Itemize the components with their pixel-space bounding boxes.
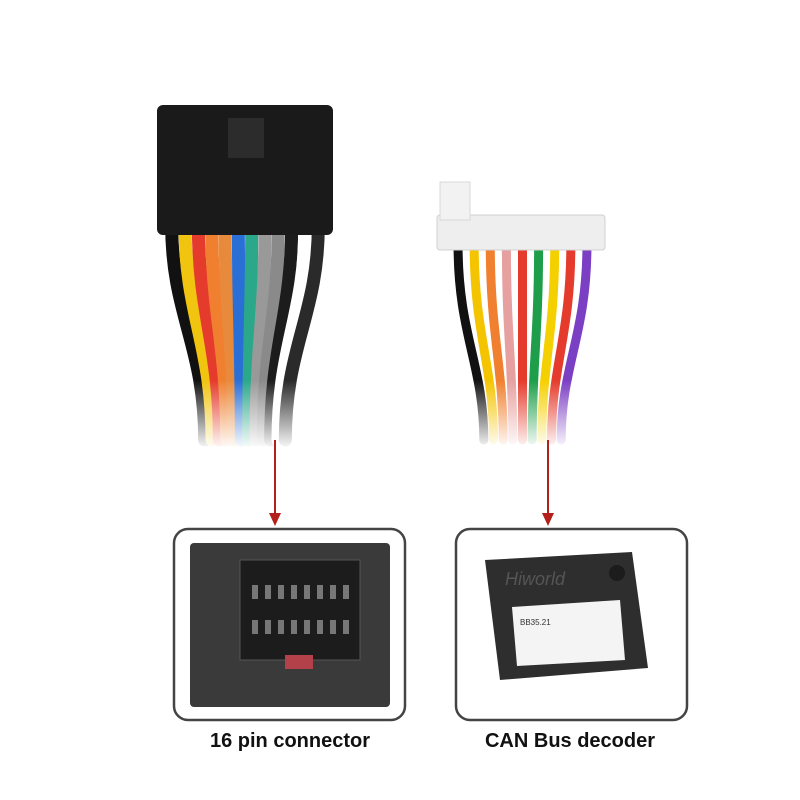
- pin: [343, 585, 349, 599]
- decoder-logo: Hiworld: [505, 569, 566, 589]
- connector-pins: [252, 585, 349, 634]
- pin: [278, 585, 284, 599]
- pin: [330, 585, 336, 599]
- pin: [252, 585, 258, 599]
- right-connector-tab: [439, 181, 471, 221]
- caption-can-bus-decoder: CAN Bus decoder: [484, 730, 656, 752]
- connector-latch: [228, 118, 264, 158]
- caption-16-pin-connector: 16 pin connector: [209, 730, 371, 752]
- decoder-label: [512, 600, 625, 666]
- pin: [317, 585, 323, 599]
- frame-16-pin-connector: [172, 527, 407, 722]
- left-connector-16pin: [157, 105, 333, 235]
- decoder-label-model: BB35.21: [520, 618, 551, 627]
- pin: [330, 620, 336, 634]
- pin: [304, 585, 310, 599]
- right-connector-white: [436, 214, 606, 251]
- pin: [343, 620, 349, 634]
- fuse: [285, 655, 313, 669]
- pin: [291, 585, 297, 599]
- frame-can-bus-decoder: Hiworld BB35.21: [454, 527, 689, 722]
- pin: [278, 620, 284, 634]
- pin: [265, 585, 271, 599]
- pin: [265, 620, 271, 634]
- arrow-left: [269, 440, 281, 526]
- pin: [291, 620, 297, 634]
- pin: [317, 620, 323, 634]
- pin: [304, 620, 310, 634]
- wire-fade: [140, 380, 640, 450]
- arrow-right: [542, 440, 554, 526]
- pin: [252, 620, 258, 634]
